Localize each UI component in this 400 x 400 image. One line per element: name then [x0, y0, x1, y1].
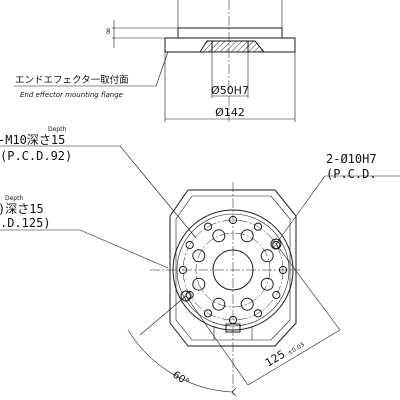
mount-label-en: End effector mounting flange: [20, 91, 123, 99]
inner-bolt-hole: [260, 249, 274, 263]
side-view: ∞ エンドエフェクタ一取付面 End effector mounting fla…: [14, 0, 296, 122]
tap2-pcd: .D.125): [0, 216, 51, 230]
inner-bolt-hole: [192, 249, 206, 263]
angle-arrow: [231, 387, 237, 397]
dia-outer-label: Ø142: [215, 106, 245, 119]
pcd125-circle: [182, 219, 284, 321]
inner-bolt-hole: [260, 277, 274, 291]
angle-label: 60°: [170, 369, 191, 388]
radius-ext-right: [275, 243, 341, 331]
radius-tolerance: ±0.03: [286, 341, 306, 357]
infinity-symbol: ∞: [104, 27, 114, 35]
flange-chamfer-circle: [176, 213, 290, 327]
mount-label-jp: エンドエフェクタ一取付面: [15, 75, 129, 86]
dia-inner-label: Ø50H7: [211, 84, 249, 97]
outer-tap-hole: [253, 309, 263, 318]
radius-ext-left: [185, 295, 249, 386]
outer-tap-hole: [203, 222, 213, 231]
outer-tap-hole: [203, 309, 213, 318]
inner-bolt-hole: [212, 229, 226, 243]
hole-pattern: [178, 215, 288, 325]
outer-tap-hole: [253, 222, 263, 231]
pin-pcd: (P.C.D.: [326, 167, 377, 181]
center-bore: [212, 249, 254, 291]
angle-ref-line: [139, 295, 187, 336]
tap2-spec: )深さ15: [0, 202, 44, 216]
radius-label: 125: [263, 348, 288, 370]
tap2-leader: [79, 229, 169, 269]
outer-tap-hole: [272, 290, 281, 300]
inner-bolt-hole: [192, 277, 206, 291]
inner-bolt-hole: [240, 297, 254, 311]
radius-dim-line: [247, 329, 341, 386]
flange-section-hatch: [199, 40, 266, 53]
inner-bolt-hole: [240, 229, 254, 243]
pin-spec: 2-Ø10H7: [326, 152, 377, 166]
outer-tap-hole: [185, 240, 194, 250]
tap1-depth-label: Depth: [48, 126, 66, 133]
inner-bolt-hole: [212, 297, 226, 311]
housing-inner-outline: [175, 195, 291, 341]
tap1-pcd: (P.C.D.92): [0, 149, 72, 163]
outer-tap-hole: [228, 215, 238, 225]
tap2-depth-label: Depth: [5, 195, 23, 202]
front-view: Depth -M10深さ15 (P.C.D.92) Depth )深さ15 .D…: [0, 126, 400, 397]
outer-tap-hole: [178, 265, 188, 275]
pin-leader: [275, 175, 326, 245]
tap1-spec: -M10深さ15: [0, 133, 65, 147]
mount-leader: [155, 51, 169, 87]
pcd92-circle: [195, 232, 271, 308]
angle-arc: [127, 329, 233, 393]
flange-outer-circle: [172, 209, 294, 331]
tap1-leader: [119, 145, 197, 239]
housing-outline: [169, 189, 297, 347]
outer-tap-hole: [278, 265, 288, 275]
outer-tap-hole: [228, 315, 238, 325]
